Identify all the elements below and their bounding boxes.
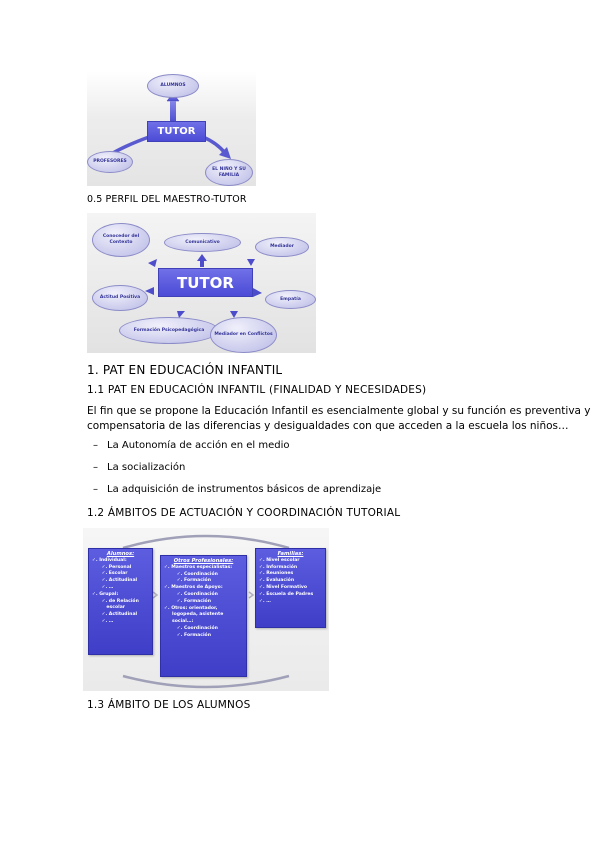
panel-title: Familias:: [277, 551, 304, 557]
node-actitud: Actitud Positiva: [92, 285, 148, 311]
panel-line: ✓. Coordinación: [164, 571, 218, 577]
tutor-box: TUTOR: [147, 121, 206, 142]
panel-line: ✓. Personal: [92, 564, 132, 570]
node-mediador: Mediador: [255, 237, 309, 257]
panel-line: ✓. Actitudinal: [92, 578, 138, 584]
node-profesores: PROFESORES: [87, 151, 133, 173]
panel-line: ✓. de Relación: [92, 598, 139, 604]
bullet-dash: –: [93, 440, 98, 451]
node-alumnos: ALUMNOS: [147, 74, 199, 98]
panel-line: ✓. Maestros de Apoyo:: [164, 585, 223, 591]
panel-line: ✓. …: [92, 618, 114, 624]
bullet-item: La socialización: [107, 462, 186, 473]
panel-line: ✓. Formación: [164, 578, 211, 584]
panel-line: ✓. Escolar: [92, 571, 128, 577]
node-mediador-conflictos: Mediador en Conflictos: [210, 317, 277, 353]
profile-arrows: [145, 254, 262, 318]
panel-line: ✓. Coordinación: [164, 625, 218, 631]
node-conocedor: Conocedor del Contexto: [92, 223, 150, 257]
panel-line: ✓. …: [259, 598, 271, 604]
panel-otros-profesionales: Otros Profesionales: ✓. Maestros especia…: [160, 555, 247, 677]
panel-line: ✓. Información: [259, 564, 298, 570]
cycle-arcs: [122, 534, 290, 689]
subsection-title: 1.2 ÁMBITOS DE ACTUACIÓN Y COORDINACIÓN …: [87, 507, 401, 519]
bullet-item: La adquisición de instrumentos básicos d…: [107, 484, 382, 495]
panel-title: Otros Profesionales:: [173, 558, 234, 564]
bullet-dash: –: [93, 484, 98, 495]
bullet-item: La Autonomía de acción en el medio: [107, 440, 290, 451]
panel-title: Alumnos:: [106, 551, 135, 557]
paragraph-line: compensatoria de las diferencias y desig…: [87, 420, 569, 432]
panel-line: ✓. Maestros especialistas:: [164, 564, 233, 570]
panel-line: ✓. Formación: [164, 632, 211, 638]
tutor-relations-diagram: ALUMNOS TUTOR PROFESORES EL NIÑO Y SU FA…: [87, 71, 256, 186]
tutor-box: TUTOR: [158, 268, 253, 297]
node-formacion: Formación Psicopedagógica: [119, 317, 219, 344]
panel-line: ✓. Escuela de Padres: [259, 591, 314, 597]
panel-line: ✓. Otros: orientador,: [164, 605, 218, 611]
panel-line: logopeda, asistente: [164, 612, 224, 618]
bullet-dash: –: [93, 462, 98, 473]
figure-caption: 0.5 PERFIL DEL MAESTRO-TUTOR: [87, 194, 247, 205]
section-title: 1. PAT EN EDUCACIÓN INFANTIL: [87, 363, 283, 377]
node-empatia: Empatía: [265, 290, 316, 309]
subsection-title: 1.3 ÁMBITO DE LOS ALUMNOS: [87, 699, 251, 711]
panel-line: ✓. Reuniones: [259, 571, 294, 577]
panel-line: social…:: [164, 619, 194, 625]
panel-line: ✓. Grupal:: [92, 591, 119, 597]
panel-line: ✓. …: [92, 584, 114, 590]
panel-line: ✓. Nivel Formativo: [259, 584, 308, 590]
paragraph-line: El fin que se propone la Educación Infan…: [87, 405, 591, 417]
panel-line: ✓. Formación: [164, 598, 211, 604]
panel-line: ✓. Evaluación: [259, 578, 295, 584]
panel-line: ✓. Actitudinal: [92, 612, 138, 618]
tutor-profile-diagram: Conocedor del Contexto Comunicativo Medi…: [87, 213, 316, 353]
coordination-diagram: Alumnos: ✓. Individual: ✓. Personal ✓. E…: [83, 528, 329, 691]
panel-familias: Familias: ✓. Nivel escolar ✓. Informació…: [255, 548, 326, 628]
panel-line: escolar: [92, 605, 126, 611]
panel-line: ✓. Nivel escolar: [259, 557, 300, 563]
panel-line: ✓. Individual:: [92, 557, 127, 563]
panel-line: ✓. Coordinación: [164, 591, 218, 597]
panel-alumnos: Alumnos: ✓. Individual: ✓. Personal ✓. E…: [88, 548, 153, 655]
subsection-title: 1.1 PAT EN EDUCACIÓN INFANTIL (FINALIDAD…: [87, 384, 427, 396]
node-familia: EL NIÑO Y SU FAMILIA: [205, 159, 253, 186]
node-comunicativo: Comunicativo: [164, 233, 241, 252]
